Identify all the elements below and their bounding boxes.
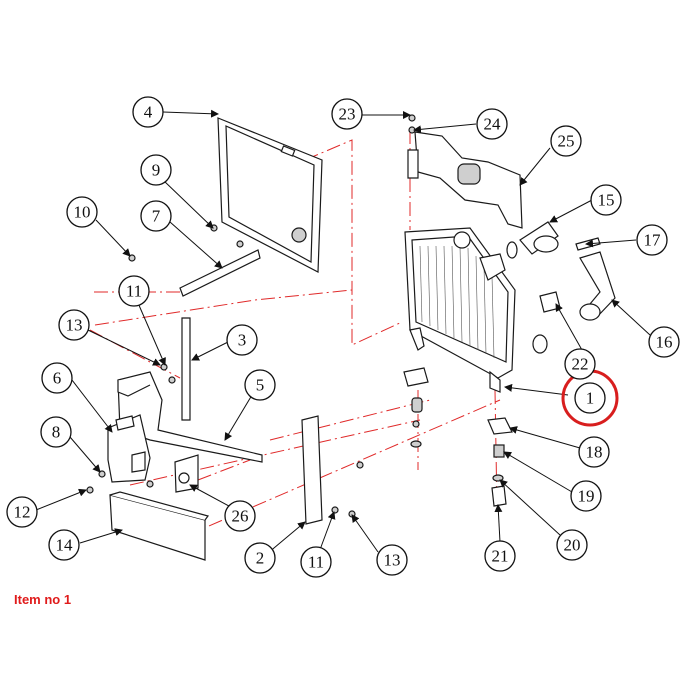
callout-12[interactable]: 12 (6, 496, 38, 528)
svg-text:12: 12 (14, 503, 31, 522)
svg-text:20: 20 (564, 536, 581, 555)
vertical-post (301, 415, 323, 525)
callout-3[interactable]: 3 (226, 324, 258, 356)
callout-19[interactable]: 19 (570, 480, 602, 512)
svg-text:18: 18 (586, 443, 603, 462)
callout-21[interactable]: 21 (484, 540, 516, 572)
svg-text:8: 8 (52, 423, 61, 442)
svg-text:4: 4 (144, 103, 153, 122)
svg-text:23: 23 (339, 105, 356, 124)
callout-11-upper[interactable]: 11 (118, 275, 150, 307)
svg-text:13: 13 (66, 316, 83, 335)
svg-text:5: 5 (256, 376, 265, 395)
callout-25[interactable]: 25 (550, 125, 582, 157)
callout-20[interactable]: 20 (556, 529, 588, 561)
callout-13-upper[interactable]: 13 (58, 309, 90, 341)
callout-4[interactable]: 4 (132, 96, 164, 128)
callout-24[interactable]: 24 (476, 108, 508, 140)
radiator (404, 227, 516, 393)
item-number-label: Item no 1 (14, 592, 72, 607)
upper-bracket (407, 131, 523, 229)
callout-26[interactable]: 26 (224, 500, 256, 532)
callout-14[interactable]: 14 (48, 529, 80, 561)
svg-text:11: 11 (126, 282, 142, 301)
svg-text:25: 25 (558, 132, 575, 151)
svg-text:6: 6 (53, 369, 62, 388)
callout-9[interactable]: 9 (140, 154, 172, 186)
svg-text:15: 15 (598, 191, 615, 210)
callout-11-lower[interactable]: 11 (300, 546, 332, 578)
svg-text:10: 10 (74, 203, 91, 222)
callout-6[interactable]: 6 (41, 362, 73, 394)
lower-hose (579, 251, 616, 321)
callout-17[interactable]: 17 (636, 224, 668, 256)
svg-text:22: 22 (572, 355, 589, 374)
bolts (86, 114, 416, 518)
clamp (532, 291, 561, 354)
expansion-tank (107, 414, 151, 483)
callouts: 1 2 3 4 5 6 7 8 9 10 11 11 12 13 13 14 1… (6, 96, 680, 578)
leader-lines (35, 109, 651, 556)
svg-text:7: 7 (152, 207, 161, 226)
callout-13-lower[interactable]: 13 (376, 544, 408, 576)
callout-18[interactable]: 18 (578, 436, 610, 468)
callout-15[interactable]: 15 (590, 184, 622, 216)
callout-23[interactable]: 23 (331, 98, 363, 130)
callout-10[interactable]: 10 (66, 196, 98, 228)
callout-22[interactable]: 22 (564, 348, 596, 380)
horizontal-bracket (179, 249, 261, 297)
callout-8[interactable]: 8 (40, 416, 72, 448)
lower-cover (109, 491, 210, 561)
callout-2[interactable]: 2 (244, 542, 276, 574)
svg-text:1: 1 (586, 389, 595, 408)
svg-text:9: 9 (152, 161, 161, 180)
svg-text:3: 3 (238, 331, 247, 350)
svg-text:2: 2 (256, 549, 265, 568)
callout-7[interactable]: 7 (140, 200, 172, 232)
svg-text:24: 24 (484, 115, 502, 134)
callout-5[interactable]: 5 (244, 369, 276, 401)
callout-1[interactable]: 1 (574, 382, 606, 414)
mount-hardware (403, 367, 513, 507)
svg-text:21: 21 (492, 547, 509, 566)
callout-16[interactable]: 16 (648, 326, 680, 358)
grille-panel (217, 117, 323, 273)
svg-text:19: 19 (578, 487, 595, 506)
small-bracket (174, 454, 199, 493)
vertical-strut (181, 317, 191, 421)
svg-text:17: 17 (644, 231, 662, 250)
top-hose (506, 221, 559, 259)
svg-text:16: 16 (656, 333, 673, 352)
svg-text:11: 11 (308, 553, 324, 572)
svg-text:26: 26 (232, 507, 249, 526)
svg-text:13: 13 (384, 551, 401, 570)
svg-text:14: 14 (56, 536, 74, 555)
